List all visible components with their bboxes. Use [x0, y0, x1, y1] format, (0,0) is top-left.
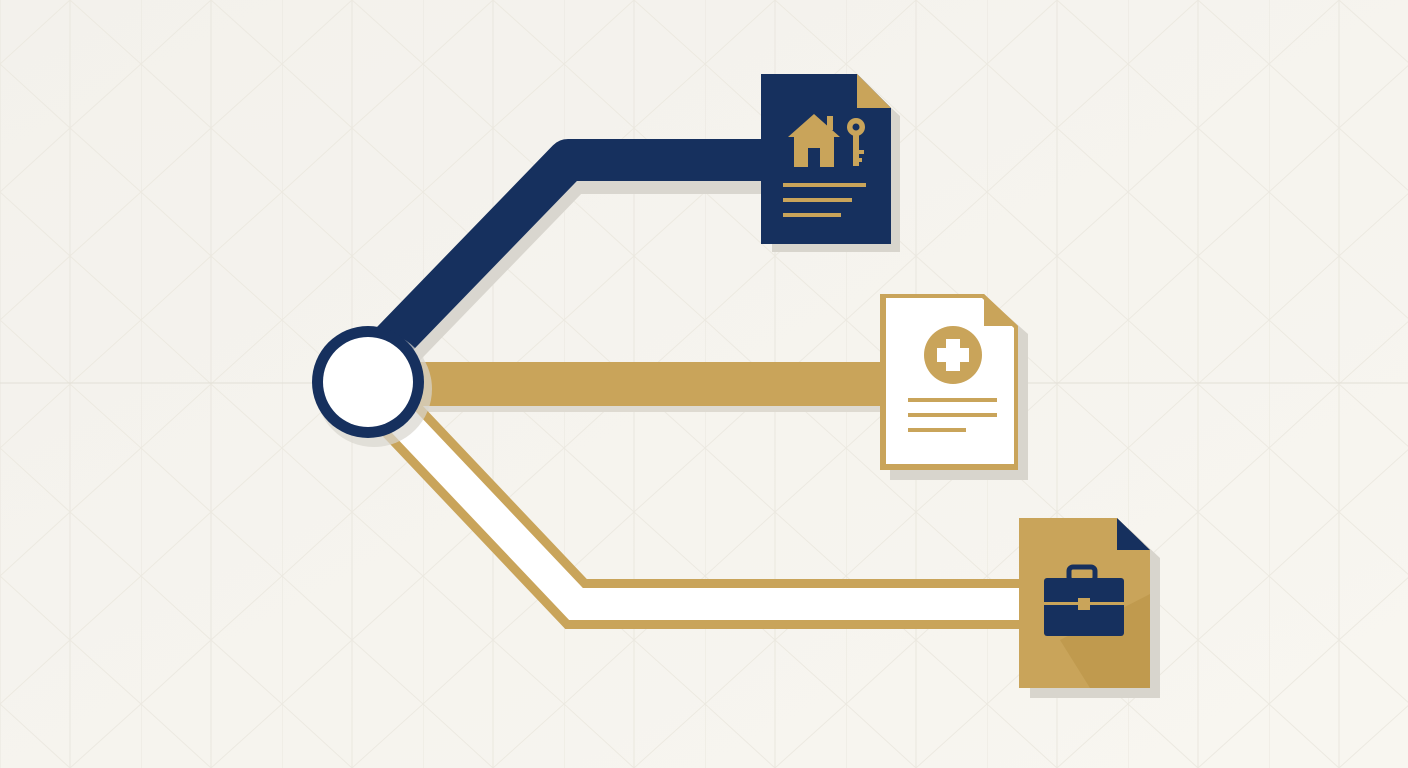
home-document-line-2	[783, 198, 852, 202]
house-key-icon	[788, 114, 865, 167]
home-document-fold	[857, 74, 891, 108]
medical-branch-line	[420, 362, 890, 406]
business-document	[1019, 518, 1160, 698]
business-document-fold	[1117, 518, 1150, 550]
business-branch	[377, 396, 1030, 629]
home-branch	[366, 139, 788, 383]
business-document-long-shadow	[1060, 594, 1150, 688]
home-document-line-1	[783, 183, 866, 187]
hub-node	[312, 326, 432, 447]
medical-cross-icon	[924, 326, 982, 384]
hub-center	[323, 337, 413, 427]
home-branch-shadow	[381, 170, 788, 383]
medical-document-line-1	[908, 398, 997, 402]
home-branch-line	[366, 139, 780, 367]
briefcase-icon	[1044, 564, 1124, 636]
home-document-line-3	[783, 213, 841, 217]
medical-document-line-2	[908, 413, 997, 417]
briefcase-clasp	[1078, 598, 1090, 610]
medical-document-fold	[984, 294, 1018, 326]
medical-branch	[420, 362, 890, 412]
house-door	[808, 148, 820, 167]
house-chimney	[827, 116, 833, 130]
medical-document	[880, 294, 1028, 480]
medical-document-line-3	[908, 428, 966, 432]
business-branch-fill	[384, 402, 1030, 620]
home-document	[761, 74, 900, 252]
